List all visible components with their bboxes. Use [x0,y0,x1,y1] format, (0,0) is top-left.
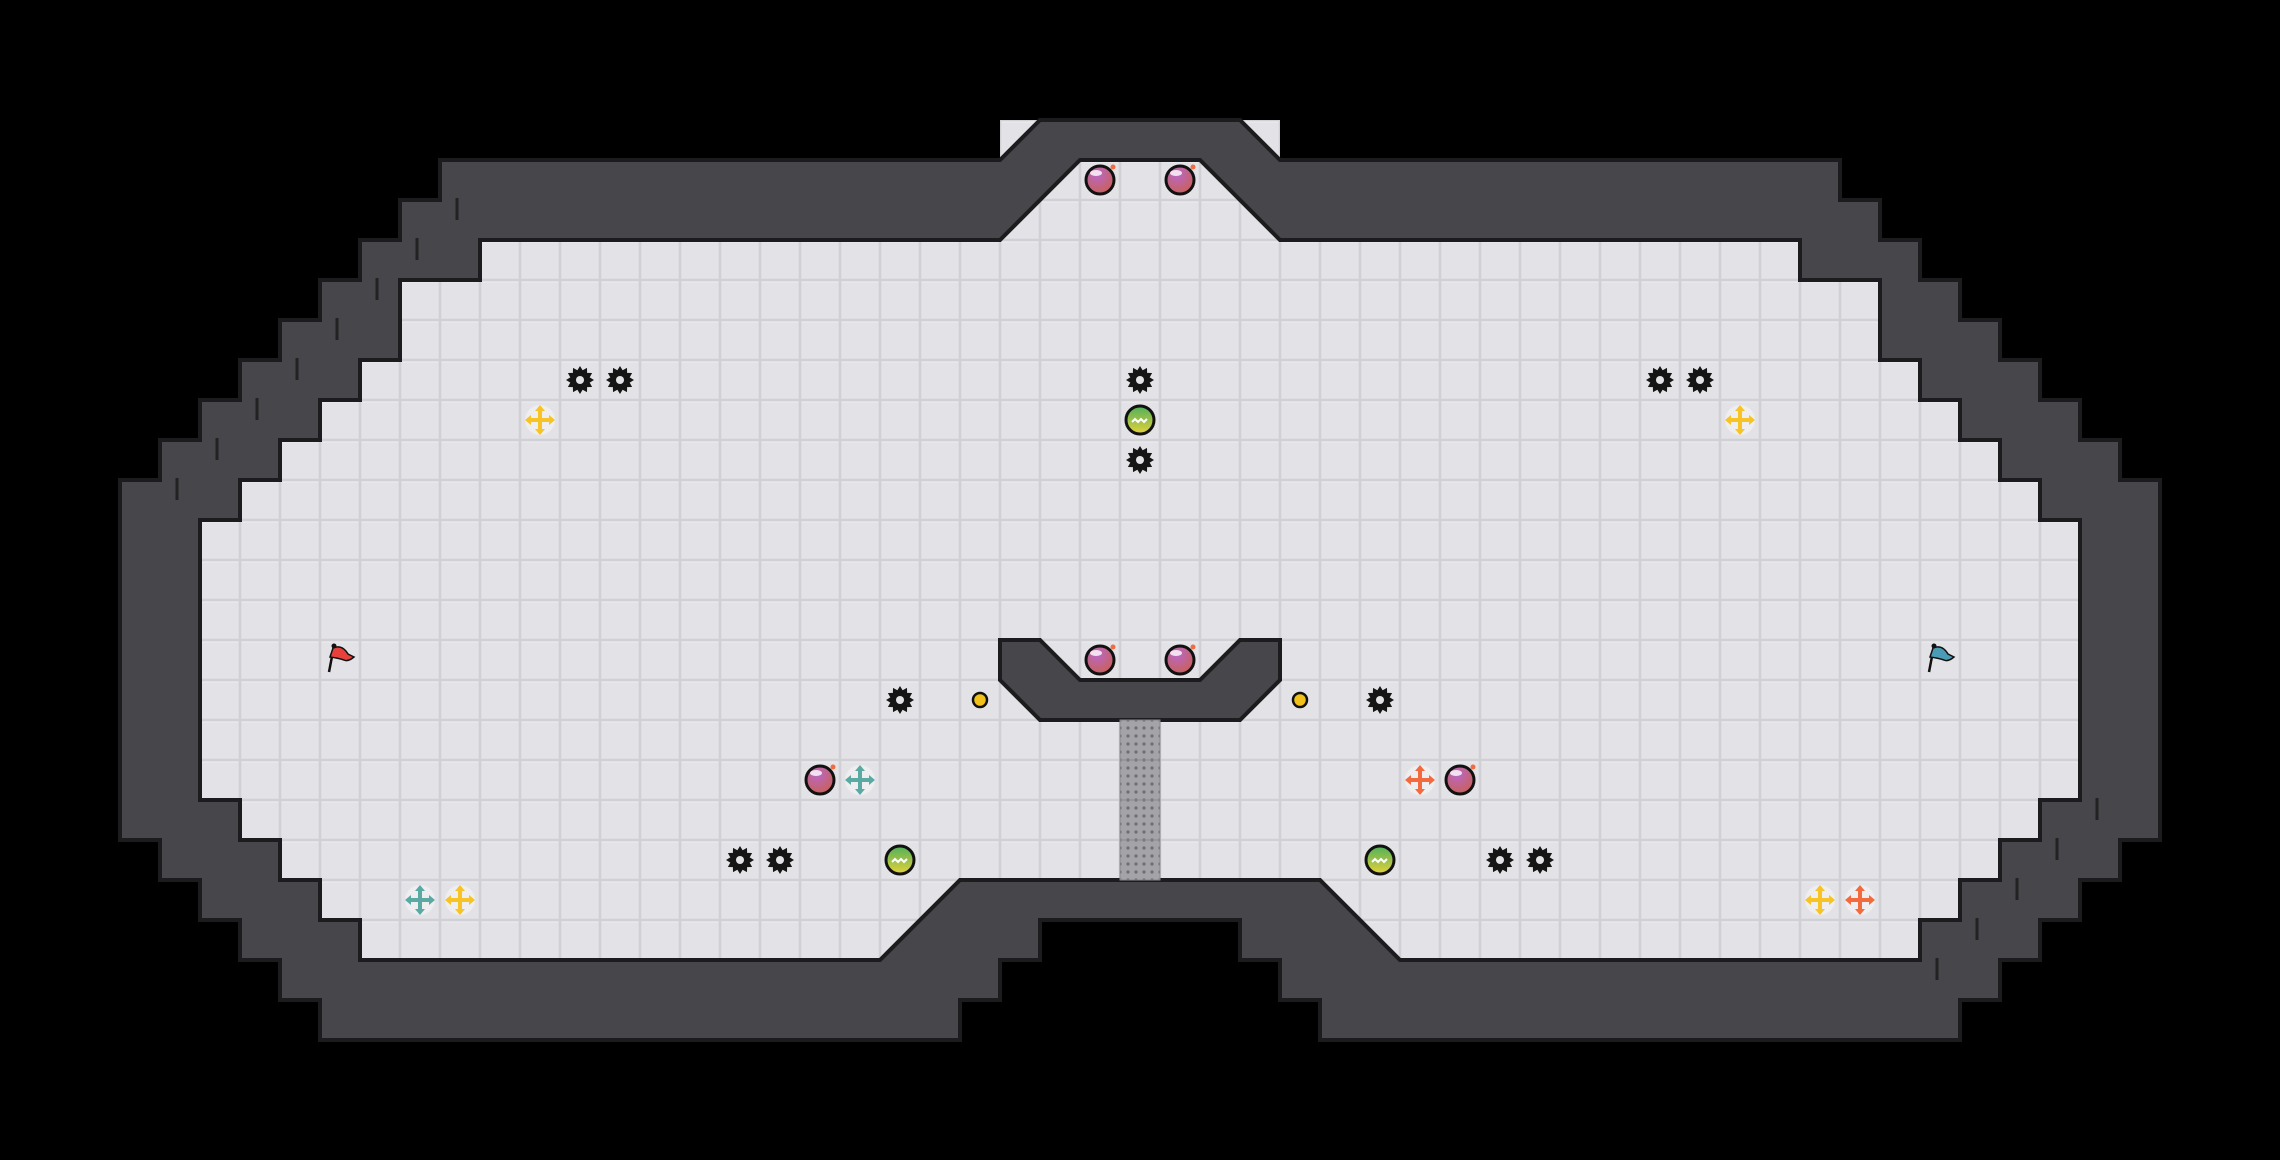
spike-icon [1126,366,1154,394]
boost-teal-icon [405,885,435,915]
red-flag-icon [327,643,356,673]
gate-tile [1119,799,1161,841]
boost-teal-icon [845,765,875,795]
powerup-icon [1124,404,1156,436]
spike-icon [726,846,754,874]
boost-yellow-icon [1725,405,1755,435]
spike-icon [766,846,794,874]
entities [327,164,1956,915]
spike-icon [1526,846,1554,874]
boost-red-icon [1845,885,1875,915]
gate-tile [1119,839,1161,881]
spike-icon [1366,686,1394,714]
spike-icon [606,366,634,394]
bomb-icon [1164,644,1196,676]
spike-icon [1486,846,1514,874]
button-icon [971,691,989,709]
powerup-icon [884,844,916,876]
bomb-icon [1444,764,1476,796]
floor [198,158,2082,962]
boost-yellow-icon [445,885,475,915]
boost-yellow-icon [525,405,555,435]
wall-markers [175,198,2099,980]
button-icon [1291,691,1309,709]
spike-icon [1686,366,1714,394]
blue-flag-icon [1927,643,1956,673]
spike-icon [1646,366,1674,394]
spike-icon [1126,446,1154,474]
bomb-icon [1084,644,1116,676]
gate-tile [1119,719,1161,761]
spike-icon [886,686,914,714]
boost-red-icon [1405,765,1435,795]
powerup-icon [1364,844,1396,876]
bomb-icon [1164,164,1196,196]
spike-icon [566,366,594,394]
bomb-icon [804,764,836,796]
boost-yellow-icon [1805,885,1835,915]
gate-tile [1119,759,1161,801]
center-wall [998,638,1282,722]
bomb-icon [1084,164,1116,196]
